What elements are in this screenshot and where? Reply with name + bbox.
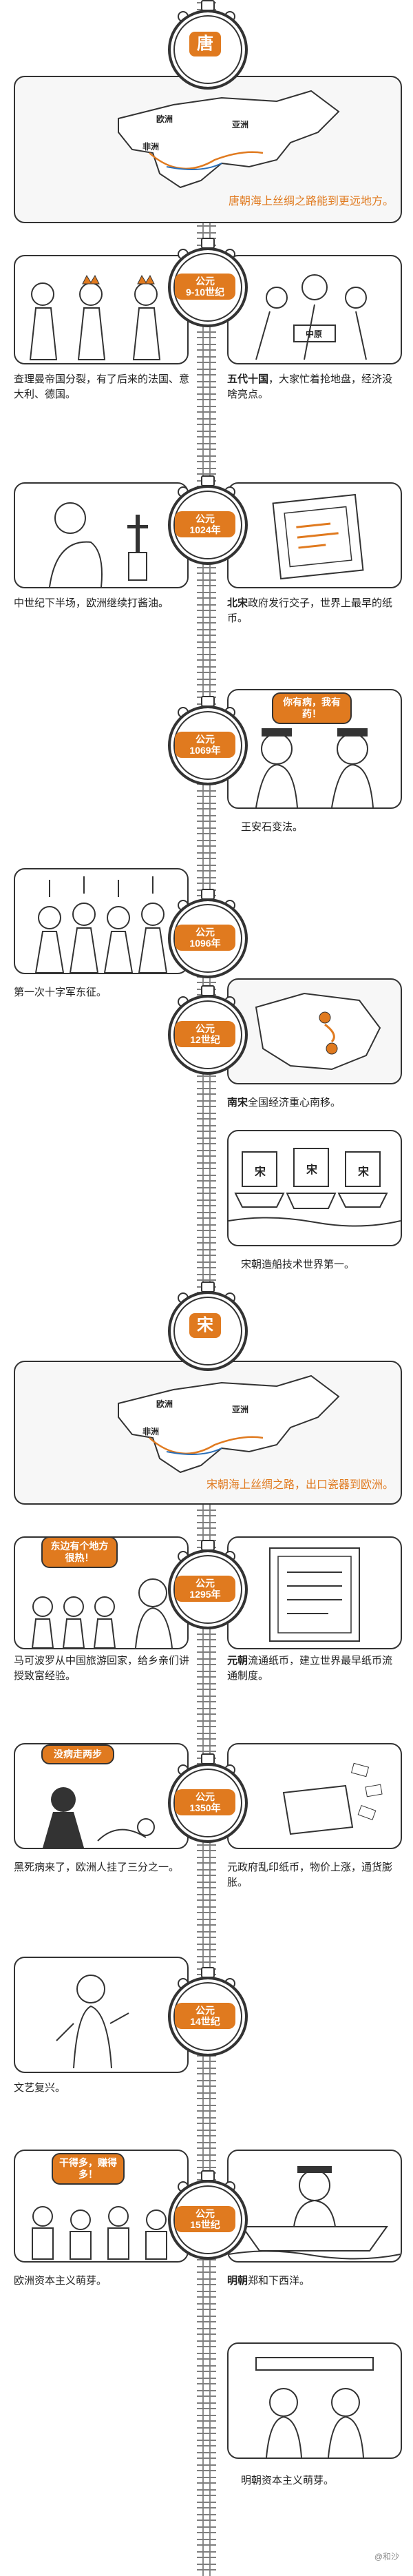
- panel-ming-capitalism: [227, 2342, 402, 2459]
- stopwatch-1069: 公元 1069年: [165, 696, 248, 785]
- map-song-asia: 亚洲: [232, 1405, 249, 1414]
- stopwatch-12-century: 公元 12世纪: [165, 985, 248, 1075]
- panel-ships: 宋 宋 宋: [227, 1130, 402, 1246]
- caption-yuan-inflation: 元政府乱印纸币，物价上涨，通货膨胀。: [227, 1862, 393, 1888]
- stopwatch-song: 宋: [165, 1281, 248, 1371]
- stamp-12-century: 公元 12世纪: [175, 1021, 235, 1047]
- panel-crusade: [14, 868, 189, 974]
- caption-jiaozi-bold: 北宋: [227, 597, 248, 609]
- stamp-1024: 公元 1024年: [175, 511, 235, 537]
- map-tang-icon: [118, 90, 340, 189]
- stopwatch-1350: 公元 1350年: [165, 1753, 248, 1843]
- stopwatch-9-10-century: 公元 9-10世纪: [165, 238, 248, 327]
- caption-charlemagne: 查理曼帝国分裂，有了后来的法国、意大利、德国。: [14, 373, 190, 400]
- map-song-caption: 宋朝海上丝绸之路，出口瓷器到欧洲。: [206, 1479, 394, 1491]
- panel-charlemagne: [14, 255, 189, 364]
- caption-five-dynasties: 五代十国，大家忙着抢地盘，经济没啥亮点。: [227, 372, 399, 402]
- sail-label-2: 宋: [306, 1164, 318, 1176]
- caption-jiaozi-text: 政府发行交子，世界上最早的纸币。: [227, 597, 393, 624]
- officials-icon: [255, 728, 374, 807]
- stamp-15-century: 公元 15世纪: [175, 2206, 235, 2232]
- ming-merchants-icon: [255, 2357, 374, 2457]
- map-panel-tang: 欧洲 亚洲 非洲 唐朝海上丝绸之路能到更远地方。: [14, 76, 402, 223]
- caption-zheng-he-bold: 明朝: [227, 2275, 248, 2287]
- caption-jiaozi: 北宋政府发行交子，世界上最早的纸币。: [227, 596, 399, 626]
- renaissance-figure-icon: [56, 1975, 129, 2069]
- caption-zheng-he: 明朝郑和下西洋。: [227, 2274, 399, 2289]
- paper-money-icon: [272, 493, 364, 580]
- stamp-1350: 公元 1350年: [175, 1789, 235, 1815]
- caption-black-death: 黑死病来了，欧洲人挂了三分之一。: [14, 1862, 180, 1873]
- stopwatch-tang: 唐: [165, 0, 248, 90]
- map-song-africa: 非洲: [142, 1427, 160, 1436]
- panel-renaissance: [14, 1957, 189, 2073]
- stopwatch-1096: 公元 1096年: [165, 889, 248, 978]
- map-tang-caption: 唐朝海上丝绸之路能到更远地方。: [228, 196, 394, 207]
- sail-label-1: 宋: [255, 1166, 266, 1178]
- stamp-song: 宋: [189, 1313, 221, 1338]
- stopwatch-14-century: 公元 14世纪: [165, 1967, 248, 2057]
- panel-medieval: [14, 482, 189, 588]
- caption-zheng-he-text: 郑和下西洋。: [248, 2275, 310, 2287]
- map-panel-song: 欧洲 亚洲 非洲 宋朝海上丝绸之路，出口瓷器到欧洲。: [14, 1361, 402, 1505]
- stopwatch-15-century: 公元 15世纪: [165, 2170, 248, 2260]
- stamp-14-century: 公元 14世纪: [175, 2003, 235, 2029]
- map-tang-europe: 欧洲: [156, 114, 173, 124]
- panel-south-song-map: [227, 978, 402, 1084]
- map-song-europe: 欧洲: [156, 1399, 173, 1409]
- stamp-1069: 公元 1069年: [175, 732, 235, 758]
- caption-south-song-bold: 南宋: [227, 1097, 248, 1109]
- map-tang-asia: 亚洲: [232, 120, 249, 130]
- black-death-icon: [43, 1787, 155, 1848]
- watermark: @和沙: [374, 2552, 399, 2562]
- printing-money-icon: [282, 1762, 383, 1835]
- caption-medieval: 中世纪下半场，欧洲继续打酱油。: [14, 597, 169, 609]
- panel-yuan-money: [227, 1536, 402, 1649]
- crusaders-icon: [34, 876, 168, 973]
- stopwatch-1295: 公元 1295年: [165, 1540, 248, 1629]
- speech-bubble-east: 东边有个地方很热！: [41, 1536, 118, 1568]
- caption-yuan-money-bold: 元朝: [227, 1655, 248, 1667]
- caption-wang-anshi: 王安石变法。: [241, 821, 304, 833]
- caption-south-song: 南宋全国经济重心南移。: [227, 1095, 399, 1111]
- caption-renaissance: 文艺复兴。: [14, 2082, 66, 2094]
- panel-five-dynasties: 中原: [227, 255, 402, 364]
- panel-zheng-he: [227, 2150, 402, 2263]
- panel-yuan-inflation: [227, 1743, 402, 1849]
- caption-south-song-text: 全国经济重心南移。: [248, 1097, 341, 1109]
- stamp-9-10-century: 公元 9-10世纪: [175, 274, 235, 300]
- caption-yuan-money-text: 流通纸币，建立世界最早纸币流通制度。: [227, 1655, 393, 1682]
- yuan-banknote-icon: [269, 1547, 360, 1642]
- stamp-tang: 唐: [189, 32, 221, 56]
- crowd-fight-icon: [255, 274, 367, 360]
- map-tang-africa: 非洲: [142, 142, 160, 152]
- kings-illustration-icon: [29, 274, 161, 360]
- caption-crusade: 第一次十字军东征。: [14, 987, 107, 998]
- sign-zhongyuan: 中原: [306, 329, 323, 339]
- caption-europe-capitalism: 欧洲资本主义萌芽。: [14, 2275, 107, 2287]
- caption-marco-polo: 马可波罗从中国旅游回家，给乡亲们讲授致富经验。: [14, 1655, 190, 1682]
- stamp-1096: 公元 1096年: [175, 925, 235, 951]
- song-ships-icon: [229, 1148, 401, 1227]
- marco-polo-icon: [31, 1578, 173, 1648]
- workers-icon: [32, 2206, 167, 2260]
- stopwatch-1024: 公元 1024年: [165, 475, 248, 565]
- panel-jiaozi: [227, 482, 402, 588]
- speech-bubble-walk: 没病走两步: [41, 1744, 114, 1764]
- caption-five-dynasties-text: ，大家忙着抢地盘，经济没啥亮点。: [227, 373, 393, 400]
- speech-bubble-work: 干得多，赚得多！: [52, 2153, 125, 2185]
- caption-shipbuilding: 宋朝造船技术世界第一。: [241, 1259, 355, 1270]
- praying-knight-icon: [49, 502, 148, 587]
- sail-label-3: 宋: [358, 1166, 370, 1178]
- caption-five-dynasties-bold: 五代十国: [227, 373, 269, 385]
- china-map-icon: [255, 992, 381, 1071]
- zheng-he-ship-icon: [229, 2166, 401, 2260]
- map-song-icon: [118, 1374, 340, 1474]
- stamp-1295: 公元 1295年: [175, 1576, 235, 1602]
- caption-ming-capitalism: 明朝资本主义萌芽。: [241, 2475, 335, 2486]
- caption-yuan-money: 元朝流通纸币，建立世界最早纸币流通制度。: [227, 1653, 399, 1684]
- speech-bubble-medicine: 你有病，我有药！: [272, 692, 352, 724]
